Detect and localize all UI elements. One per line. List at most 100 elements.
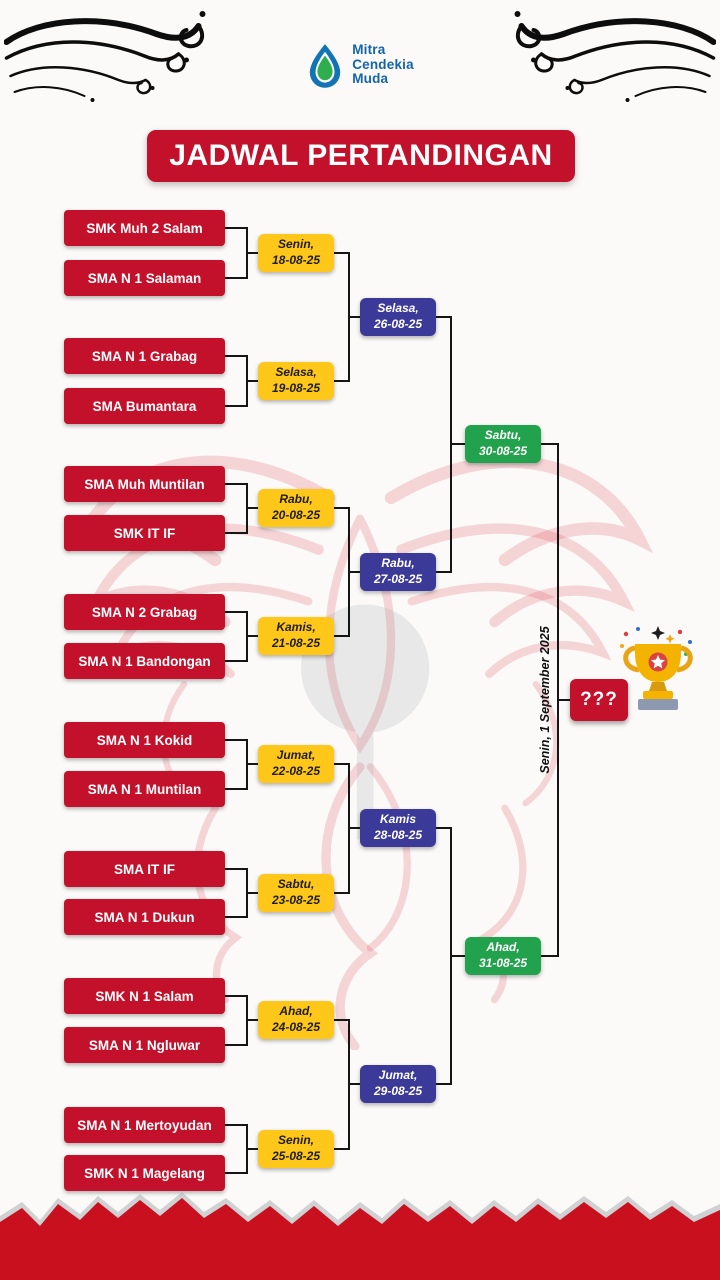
match-date-box: Rabu, 20-08-25 — [258, 489, 334, 527]
connector-line — [450, 955, 465, 957]
team-box: SMK N 1 Magelang — [64, 1155, 225, 1191]
team-box: SMA Muh Muntilan — [64, 466, 225, 502]
match-date: 28-08-25 — [373, 828, 423, 842]
connector-line — [334, 1019, 350, 1021]
match-date-box: Jumat, 22-08-25 — [258, 745, 334, 783]
match-day: Jumat, — [378, 1068, 418, 1083]
connector-line — [225, 916, 248, 918]
match-day: Kamis — [379, 812, 417, 827]
connector-line — [225, 483, 248, 485]
match-day: Rabu, — [381, 556, 415, 571]
connector-line — [225, 1172, 248, 1174]
final-date-text: Senin, 1 September 2025 — [538, 626, 552, 774]
match-day: Sabtu, — [277, 877, 315, 892]
connector-line — [246, 1019, 258, 1021]
match-day: Selasa, — [377, 301, 419, 316]
connector-line — [334, 252, 350, 254]
connector-line — [541, 443, 559, 445]
semifinal-date-box: Sabtu, 30-08-25 — [465, 425, 541, 463]
connector-line — [348, 316, 360, 318]
connector-line — [450, 443, 465, 445]
connector-line — [436, 316, 452, 318]
match-date-box: Ahad, 24-08-25 — [258, 1001, 334, 1039]
connector-line — [334, 763, 350, 765]
logo-line-1: Mitra — [352, 42, 386, 58]
organizer-logo: Mitra Cendekia Muda — [0, 42, 720, 88]
match-day: Kamis, — [276, 620, 316, 635]
connector-line — [246, 1148, 258, 1150]
connector-line — [225, 227, 248, 229]
match-date: 29-08-25 — [373, 1084, 423, 1098]
quarterfinal-date-box: Rabu, 27-08-25 — [360, 553, 436, 591]
match-date: 18-08-25 — [271, 253, 321, 267]
connector-line — [225, 1124, 248, 1126]
connector-line — [246, 763, 258, 765]
connector-line — [225, 739, 248, 741]
connector-line — [225, 788, 248, 790]
final-winner-box: ??? — [570, 679, 628, 721]
connector-line — [348, 571, 360, 573]
match-date: 27-08-25 — [373, 572, 423, 586]
page-title: JADWAL PERTANDINGAN — [147, 130, 575, 182]
match-date: 21-08-25 — [271, 636, 321, 650]
connector-line — [246, 892, 258, 894]
match-date-box: Senin, 25-08-25 — [258, 1130, 334, 1168]
logo-line-3: Muda — [352, 71, 389, 87]
connector-line — [246, 635, 258, 637]
connector-line — [225, 660, 248, 662]
connector-line — [225, 405, 248, 407]
connector-line — [436, 827, 452, 829]
connector-line — [334, 635, 350, 637]
connector-line — [225, 868, 248, 870]
connector-line — [246, 252, 258, 254]
team-box: SMA N 1 Grabag — [64, 338, 225, 374]
match-date: 26-08-25 — [373, 317, 423, 331]
match-date-box: Senin, 18-08-25 — [258, 234, 334, 272]
team-box: SMA N 1 Dukun — [64, 899, 225, 935]
torn-paper-edge — [0, 1192, 720, 1280]
trophy-icon — [620, 626, 693, 710]
team-box: SMK N 1 Salam — [64, 978, 225, 1014]
team-box: SMA IT IF — [64, 851, 225, 887]
logo-line-2: Cendekia — [352, 56, 414, 72]
quarterfinal-date-box: Kamis 28-08-25 — [360, 809, 436, 847]
connector-line — [436, 571, 452, 573]
match-date: 24-08-25 — [271, 1020, 321, 1034]
match-day: Ahad, — [486, 940, 520, 955]
connector-line — [225, 355, 248, 357]
connector-line — [334, 892, 350, 894]
connector-line — [225, 995, 248, 997]
match-date: 22-08-25 — [271, 764, 321, 778]
match-date-box: Selasa, 19-08-25 — [258, 362, 334, 400]
connector-line — [246, 507, 258, 509]
connector-line — [436, 1083, 452, 1085]
team-box: SMA N 1 Ngluwar — [64, 1027, 225, 1063]
connector-line — [225, 1044, 248, 1046]
connector-line — [225, 611, 248, 613]
connector-line — [246, 380, 258, 382]
match-day: Ahad, — [279, 1004, 313, 1019]
flourish-left-icon — [4, 11, 206, 102]
connector-line — [334, 1148, 350, 1150]
match-date: 25-08-25 — [271, 1149, 321, 1163]
flourish-right-icon — [514, 11, 716, 102]
connector-line — [541, 955, 559, 957]
match-date: 31-08-25 — [478, 956, 528, 970]
match-day: Jumat, — [276, 748, 316, 763]
logo-drop-icon — [309, 44, 341, 88]
match-day: Senin, — [277, 237, 314, 252]
match-date: 19-08-25 — [271, 381, 321, 395]
match-date: 30-08-25 — [478, 444, 528, 458]
team-box: SMA N 1 Mertoyudan — [64, 1107, 225, 1143]
connector-line — [557, 699, 570, 701]
match-date-box: Kamis, 21-08-25 — [258, 617, 334, 655]
team-box: SMA Bumantara — [64, 388, 225, 424]
connector-line — [334, 380, 350, 382]
team-box: SMA N 1 Bandongan — [64, 643, 225, 679]
quarterfinal-date-box: Selasa, 26-08-25 — [360, 298, 436, 336]
match-date: 23-08-25 — [271, 893, 321, 907]
connector-line — [225, 532, 248, 534]
match-day: Selasa, — [275, 365, 317, 380]
connector-line — [225, 277, 248, 279]
